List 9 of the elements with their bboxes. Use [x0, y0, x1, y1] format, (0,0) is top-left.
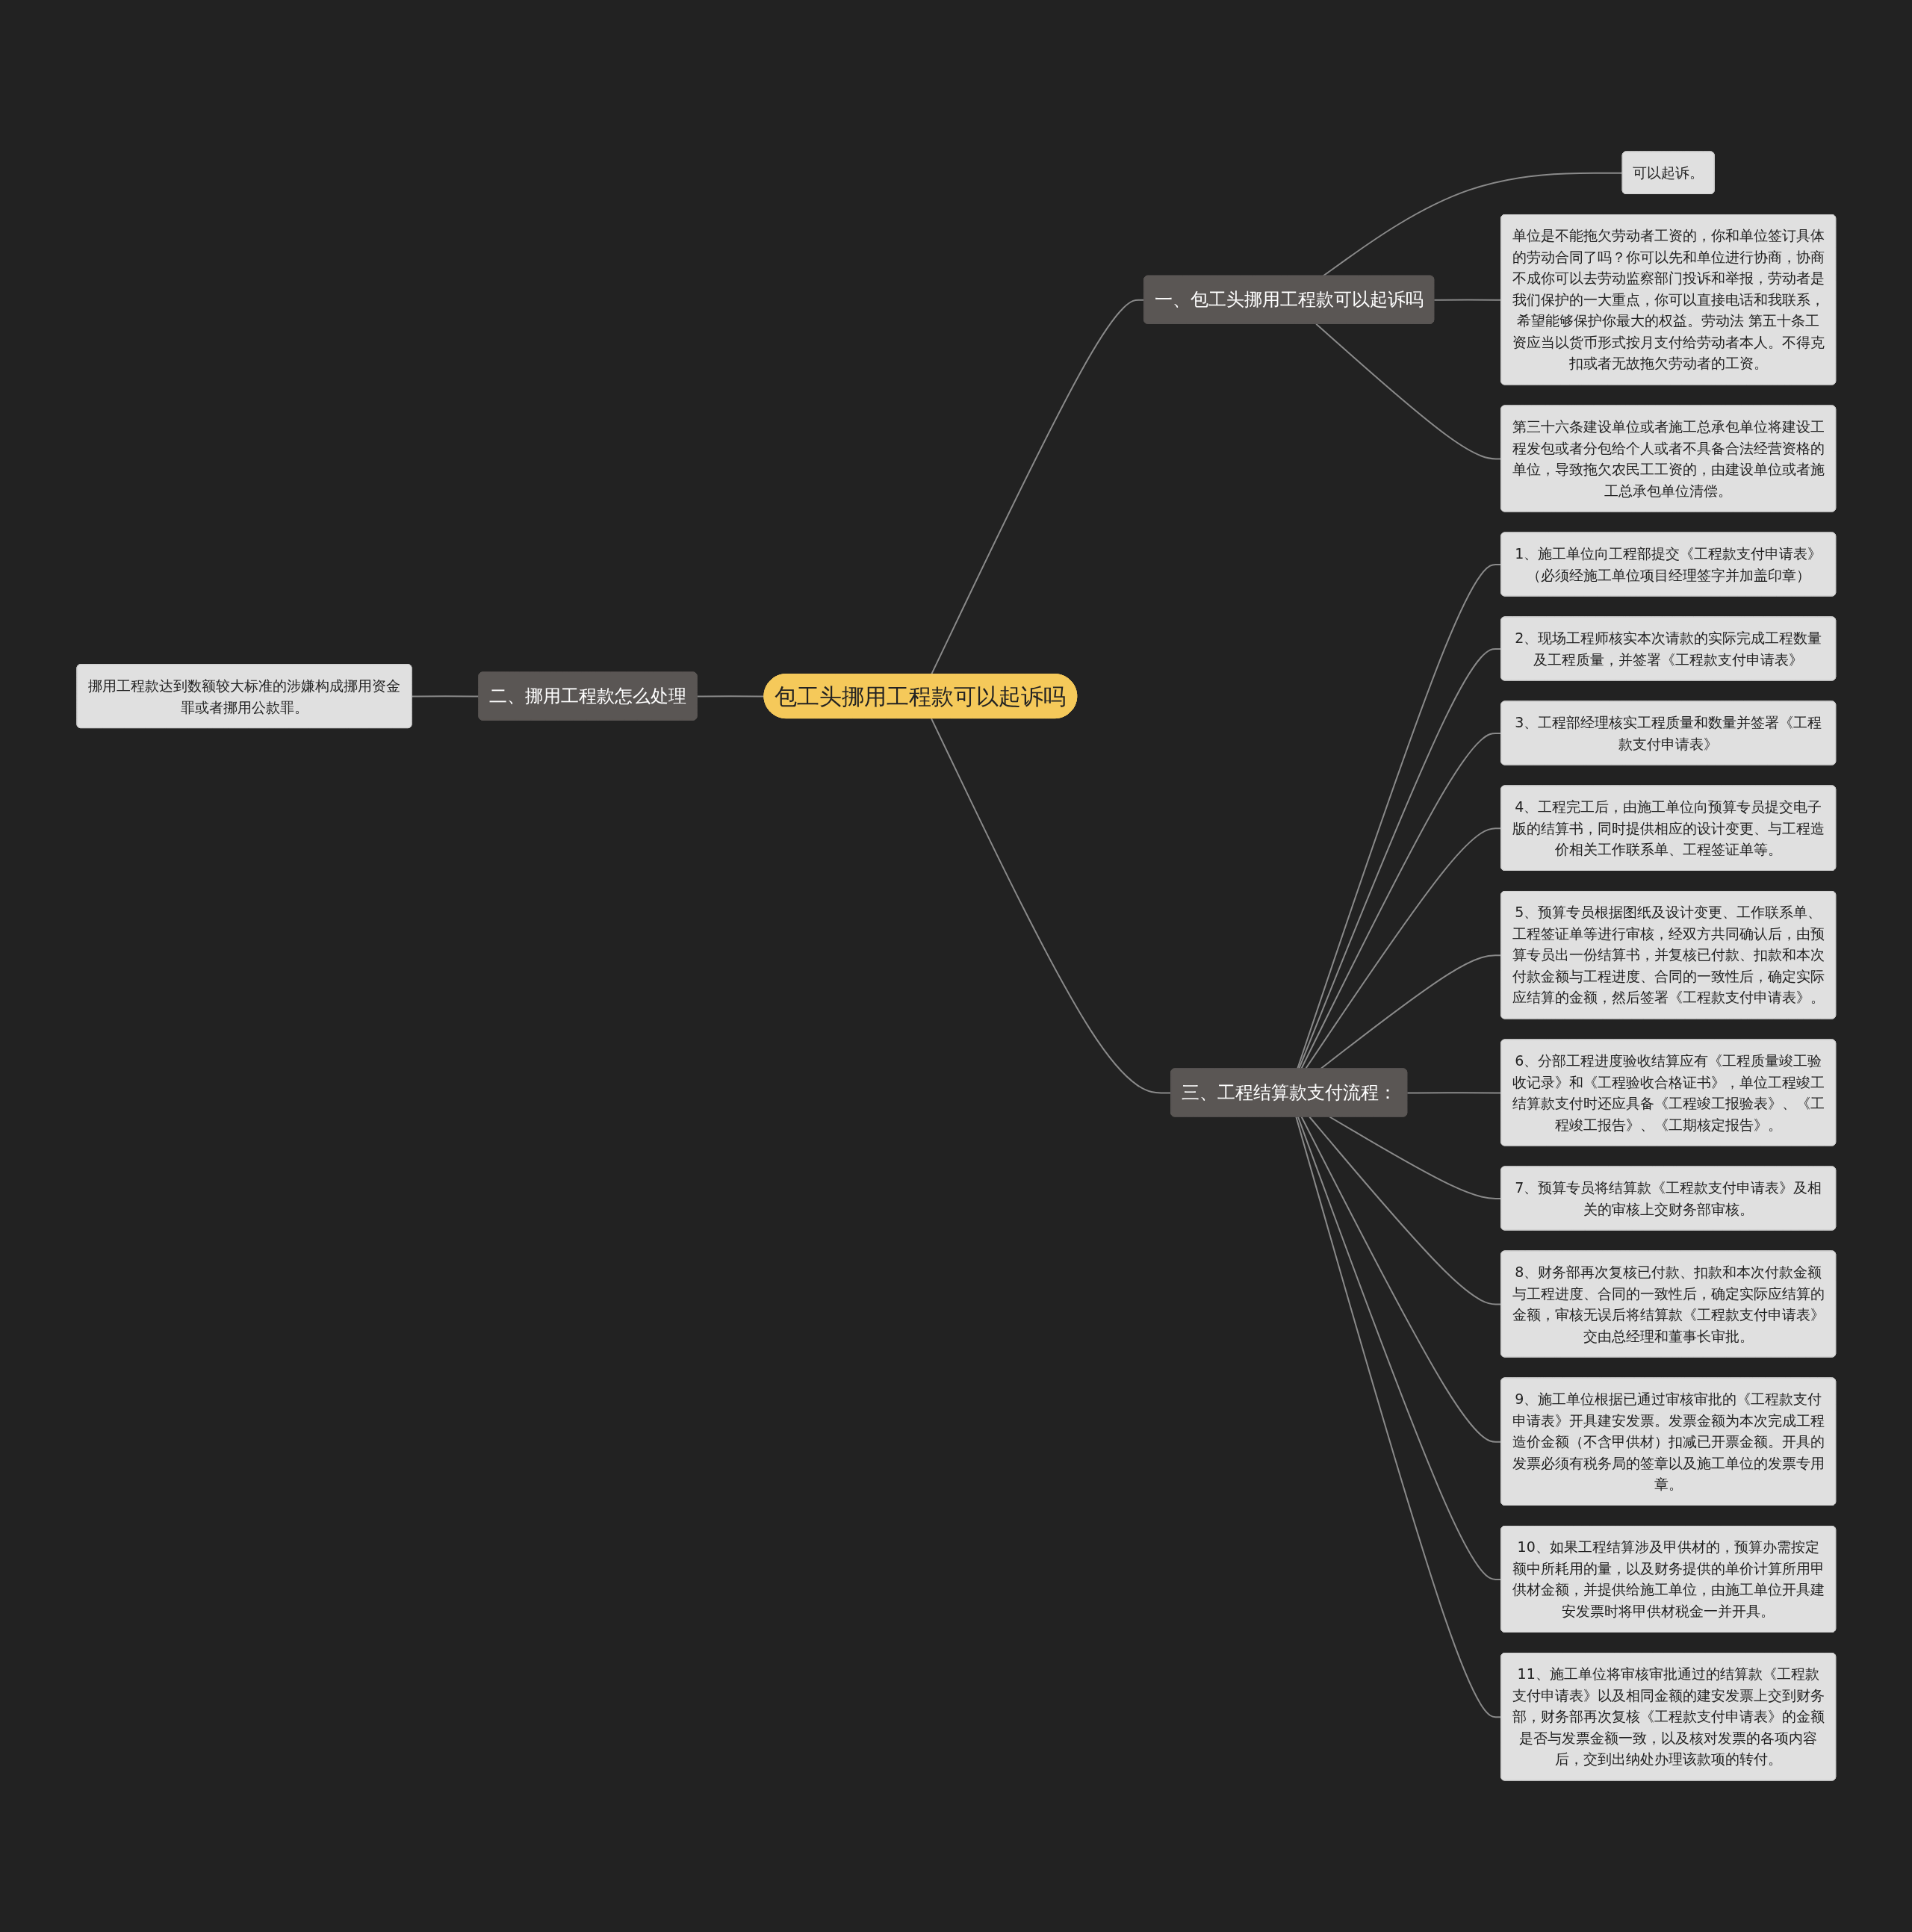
connector [1433, 299, 1502, 301]
connector [930, 718, 1172, 1094]
connector [1314, 323, 1502, 460]
connector [1308, 1116, 1502, 1305]
connector [1406, 1092, 1502, 1094]
connector [1297, 1116, 1502, 1580]
connector [1328, 1116, 1502, 1199]
connector [1300, 1116, 1502, 1443]
connector [1295, 1116, 1502, 1718]
